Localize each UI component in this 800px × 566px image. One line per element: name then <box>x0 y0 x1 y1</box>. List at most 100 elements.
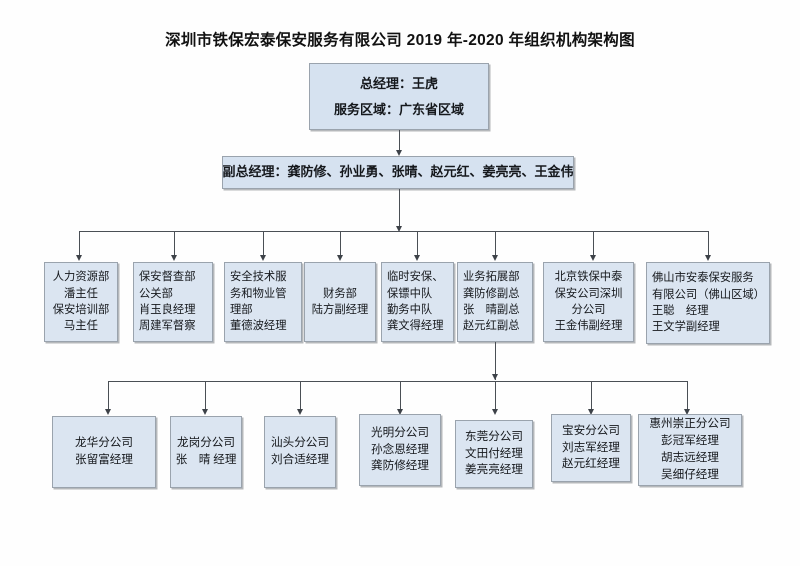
arrow-head-icon <box>395 226 402 232</box>
node-line: 王聪 经理 <box>652 305 709 317</box>
arrow-head-icon <box>683 409 690 415</box>
connector-top-to-vice <box>399 130 400 152</box>
node-line: 周建军督察 <box>139 320 196 333</box>
node-line: 保安公司深圳 <box>554 287 623 300</box>
arrow-head-icon <box>396 409 403 415</box>
node-line: 保安督查部 <box>139 271 196 284</box>
node-line: 惠州崇正分公司 <box>649 417 731 431</box>
arrow-head-icon <box>336 255 343 261</box>
node-line: 龙华分公司 <box>75 436 133 450</box>
connector-drop-department <box>593 231 594 258</box>
node-line: 光明分公司 <box>371 425 429 439</box>
page-title: 深圳市铁保宏泰保安服务有限公司 2019 年-2020 年组织机构架构图 <box>165 32 635 49</box>
arrow-head-icon <box>589 255 596 261</box>
node-temporary-security-bodyguard[interactable]: 临时安保、 保镖中队 勤务中队 龚文得经理 <box>381 262 454 342</box>
node-line: 龚文得经理 <box>387 320 444 333</box>
node-beijing-tiebao-zhongtai-shenzhen-branch[interactable]: 北京铁保中泰 保安公司深圳 分公司 王金伟副经理 <box>543 262 634 342</box>
node-line: 王文学副经理 <box>652 321 720 334</box>
node-line: 刘合适经理 <box>271 453 329 466</box>
node-line: 肖玉良经理 <box>139 304 196 316</box>
node-line: 保镖中队 <box>387 287 433 300</box>
node-line: 财务部 <box>323 287 357 300</box>
node-finance[interactable]: 财务部 陆方副经理 <box>304 262 376 342</box>
connector-drop-department <box>263 231 264 258</box>
connector-drop-branch <box>495 381 496 412</box>
connector-drop-department <box>79 231 80 258</box>
node-line: 临时安保、 <box>387 271 444 284</box>
node-line: 文田付经理 <box>465 446 523 460</box>
node-safety-tech-property[interactable]: 安全技术服 务和物业管 理部 董德波经理 <box>224 262 302 342</box>
node-line: 张 晴副总 <box>463 304 520 316</box>
connector-drop-branch <box>205 381 206 412</box>
arrow-head-icon <box>201 409 208 415</box>
node-line: 马主任 <box>64 320 98 333</box>
node-line: 胡志远经理 <box>661 451 719 464</box>
connector-drop-department <box>174 231 175 258</box>
connector-drop-department <box>495 231 496 258</box>
connector-drop-branch <box>687 381 688 412</box>
arrow-head-icon <box>491 374 498 380</box>
node-line: 人力资源部 <box>52 271 110 284</box>
node-line: 姜亮亮经理 <box>465 463 523 477</box>
arrow-head-icon <box>296 409 303 415</box>
node-line: 孙念恩经理 <box>371 442 429 456</box>
node-line: 务和物业管 <box>230 287 287 300</box>
node-line: 汕头分公司 <box>271 436 329 450</box>
arrow-head-icon <box>491 255 498 261</box>
node-business-development[interactable]: 业务拓展部 龚防修副总 张 晴副总 赵元红副总 <box>457 262 533 342</box>
node-vice-general-managers[interactable]: 副总经理：龚防修、孙业勇、张晴、赵元红、姜亮亮、王金伟 <box>222 156 574 189</box>
node-line: 保安培训部 <box>52 304 110 316</box>
node-line: 分公司 <box>571 304 606 316</box>
connector-drop-branch <box>400 381 401 412</box>
node-baoan-branch[interactable]: 宝安分公司 刘志军经理 赵元红经理 <box>551 414 631 482</box>
node-line: 赵元红经理 <box>562 457 620 471</box>
node-line: 董德波经理 <box>230 320 287 333</box>
connector-drop-department <box>340 231 341 258</box>
arrow-head-icon <box>104 409 111 415</box>
node-line: 彭冠军经理 <box>661 434 719 448</box>
connector-branch-bus <box>108 381 687 382</box>
node-longgang-branch[interactable]: 龙岗分公司 张 晴 经理 <box>170 416 242 488</box>
node-line: 服务区域：广东省区域 <box>333 101 464 117</box>
node-line: 陆方副经理 <box>311 304 369 316</box>
node-line: 赵元红副总 <box>463 320 520 333</box>
node-line: 张 晴 经理 <box>175 453 237 466</box>
node-line: 王金伟副经理 <box>554 320 623 333</box>
node-line: 吴细仔经理 <box>661 467 719 481</box>
node-line: 有限公司（佛山区域） <box>652 288 765 301</box>
node-line: 龙岗分公司 <box>177 436 235 450</box>
node-line: 北京铁保中泰 <box>554 271 623 284</box>
arrow-head-icon <box>704 255 711 261</box>
node-dongguan-branch[interactable]: 东莞分公司 文田付经理 姜亮亮经理 <box>455 420 533 488</box>
connector-drop-department <box>417 231 418 258</box>
connector-drop-branch <box>591 381 592 412</box>
connector-drop-branch <box>300 381 301 412</box>
node-longhua-branch[interactable]: 龙华分公司 张留富经理 <box>52 416 156 488</box>
node-line: 副总经理：龚防修、孙业勇、张晴、赵元红、姜亮亮、王金伟 <box>222 164 574 180</box>
arrow-head-icon <box>170 255 177 261</box>
node-line: 佛山市安泰保安服务 <box>652 272 754 285</box>
node-general-manager[interactable]: 总经理：王虎 服务区域：广东省区域 <box>309 63 489 130</box>
connector-department-bus <box>79 231 708 232</box>
arrow-head-icon <box>491 409 498 415</box>
node-guangming-branch[interactable]: 光明分公司 孙念恩经理 龚防修经理 <box>359 414 441 486</box>
node-security-supervision[interactable]: 保安督查部 公关部 肖玉良经理 周建军督察 <box>133 262 213 342</box>
node-line: 业务拓展部 <box>463 271 520 284</box>
arrow-head-icon <box>395 150 402 156</box>
node-foshan-antai-security[interactable]: 佛山市安泰保安服务 有限公司（佛山区域） 王聪 经理 王文学副经理 <box>646 262 770 344</box>
node-human-resources[interactable]: 人力资源部 潘主任 保安培训部 马主任 <box>44 262 118 342</box>
connector-branch-trunk <box>495 342 496 380</box>
node-line: 龚防修副总 <box>463 287 520 300</box>
node-line: 张留富经理 <box>75 453 133 466</box>
node-line: 勤务中队 <box>387 304 433 316</box>
node-line: 宝安分公司 <box>562 423 620 437</box>
node-huizhou-chongzheng-branch[interactable]: 惠州崇正分公司 彭冠军经理 胡志远经理 吴细仔经理 <box>638 414 742 486</box>
node-line: 龚防修经理 <box>371 459 429 473</box>
arrow-head-icon <box>413 255 420 261</box>
connector-drop-branch <box>108 381 109 412</box>
connector-vice-down <box>399 189 400 230</box>
node-shantou-branch[interactable]: 汕头分公司 刘合适经理 <box>264 416 336 488</box>
arrow-head-icon <box>75 255 82 261</box>
node-line: 公关部 <box>139 287 173 300</box>
